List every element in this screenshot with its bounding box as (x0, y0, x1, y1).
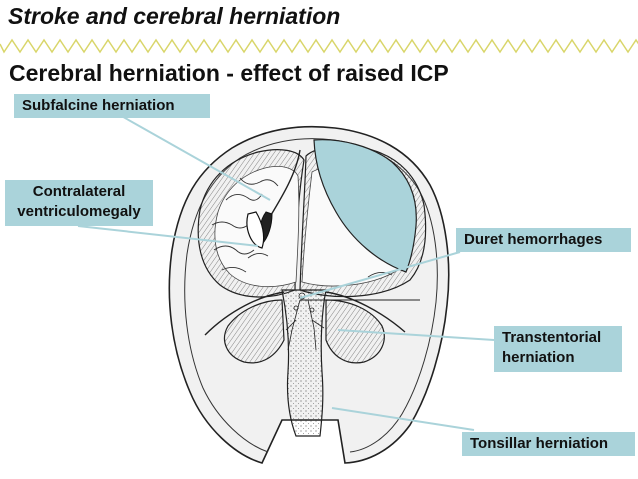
label-contralateral-line1: Contralateral (32, 183, 126, 200)
leader-contralateral (77, 225, 259, 247)
gyri-lines (211, 177, 407, 278)
leader-transtentorial (337, 329, 495, 341)
leader-tonsillar (331, 407, 475, 431)
leader-duret (299, 251, 461, 299)
leader-lines (77, 113, 495, 431)
slide-subtitle: Cerebral herniation - effect of raised I… (9, 60, 449, 86)
title-zigzag-rule (0, 38, 638, 54)
label-transtentorial-line1: Transtentorial (502, 329, 602, 346)
leader-subfalcine (117, 113, 271, 201)
hematoma-mass (313, 139, 417, 273)
slide-title: Stroke and cerebral herniation (8, 3, 341, 29)
label-contralateral-ventriculomegaly: Contralateral ventriculomegaly (5, 180, 153, 226)
vessels (285, 292, 325, 351)
label-subfalcine-herniation: Subfalcine herniation (14, 94, 210, 118)
label-tonsillar-herniation: Tonsillar herniation (462, 432, 635, 456)
tentorium-left (204, 291, 285, 336)
dilated-ventricle (246, 211, 265, 249)
tentorium-right (325, 291, 406, 333)
left-cerebellum (223, 299, 285, 364)
label-transtentorial-herniation: Transtentorial herniation (494, 326, 622, 372)
label-transtentorial-line2: herniation (502, 349, 575, 366)
label-contralateral-line2: ventriculomegaly (17, 203, 141, 220)
label-duret-hemorrhages: Duret hemorrhages (456, 228, 631, 252)
